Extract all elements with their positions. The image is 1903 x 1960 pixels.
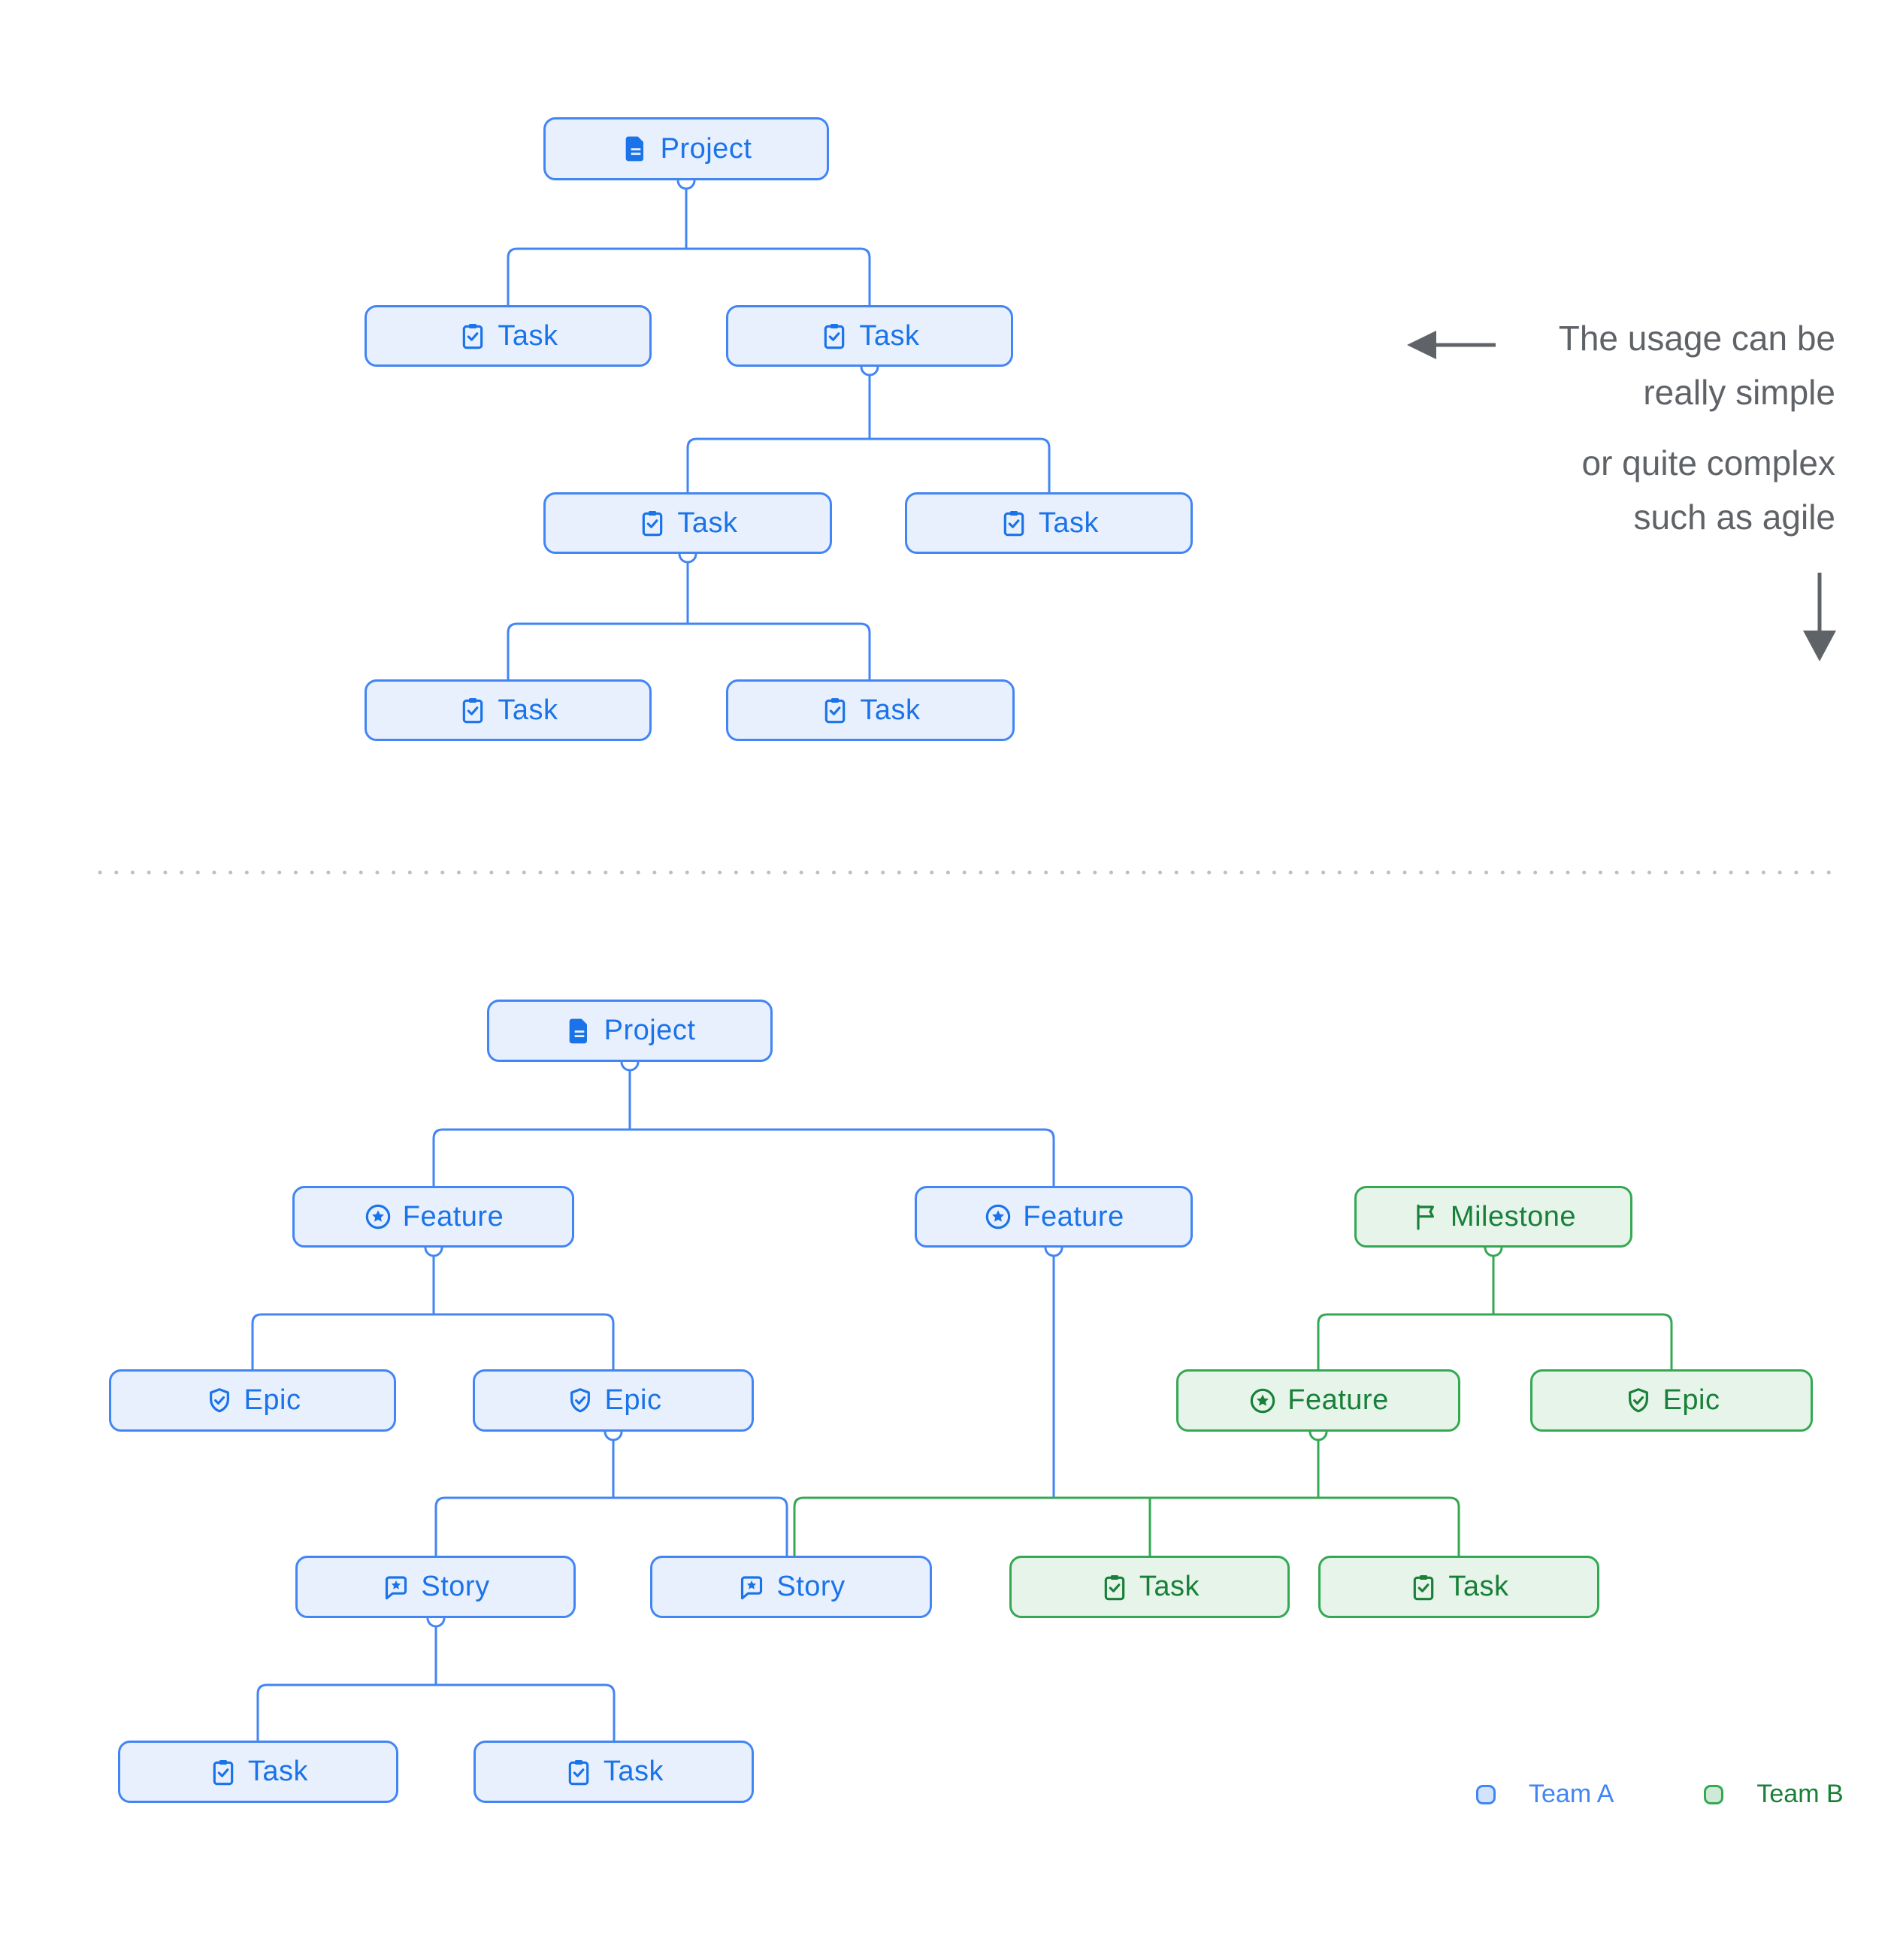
- node-project: Project: [543, 117, 829, 180]
- node-label: Task: [860, 694, 921, 726]
- clipboard-check-icon: [643, 511, 663, 537]
- node-project: Project: [487, 1000, 773, 1062]
- legend: Team A Team B: [1476, 1780, 1844, 1809]
- node-label: Project: [660, 132, 752, 165]
- legend-item-team-b: Team B: [1704, 1780, 1844, 1809]
- annotation-line: such as agile: [1633, 498, 1836, 537]
- down-arrow-icon: [1803, 573, 1836, 661]
- node-task: Task: [118, 1741, 398, 1803]
- annotation-paragraph-complex: or quite complex such as agile: [1309, 436, 1836, 544]
- clipboard-check-icon: [463, 324, 483, 349]
- comment-star-icon: [386, 1575, 407, 1599]
- node-label: Feature: [402, 1200, 504, 1233]
- annotation-text: The usage can be really simple or quite …: [1309, 311, 1835, 544]
- node-label: Task: [498, 319, 558, 352]
- node-task: Task: [726, 679, 1015, 741]
- node-label: Project: [604, 1015, 696, 1046]
- annotation-line: really simple: [1643, 373, 1835, 412]
- node-task: Task: [365, 305, 652, 367]
- team-a-connectors: [251, 189, 1055, 1741]
- node-task: Task: [905, 492, 1193, 554]
- node-feature: Feature: [1176, 1369, 1460, 1432]
- annotation-line: The usage can be: [1558, 319, 1835, 358]
- node-task: Task: [365, 679, 652, 741]
- node-label: Epic: [604, 1384, 662, 1416]
- node-label: Task: [677, 507, 738, 539]
- node-epic: Epic: [473, 1369, 754, 1432]
- team-b-connectors: [793, 1256, 1673, 1556]
- node-story: Story: [295, 1556, 576, 1618]
- node-label: Task: [1448, 1571, 1509, 1602]
- node-task: Task: [473, 1741, 754, 1803]
- left-arrow-icon: [1407, 331, 1496, 359]
- node-label: Task: [1038, 507, 1100, 539]
- team-a-swatch: [1476, 1784, 1496, 1804]
- node-label: Feature: [1023, 1200, 1124, 1233]
- node-label: Task: [247, 1756, 309, 1787]
- clipboard-check-icon: [463, 698, 483, 724]
- clipboard-check-icon: [213, 1759, 234, 1785]
- clipboard-check-icon: [1003, 511, 1024, 537]
- shield-check-icon: [1628, 1387, 1648, 1412]
- document-icon: [569, 1018, 587, 1043]
- document-icon: [625, 136, 643, 162]
- node-label: Task: [1139, 1571, 1200, 1602]
- node-label: Task: [498, 694, 558, 726]
- annotation-paragraph-simple: The usage can be really simple: [1309, 311, 1835, 419]
- node-label: Feature: [1287, 1384, 1389, 1416]
- team-a-label: Team A: [1529, 1780, 1614, 1808]
- legend-item-team-a: Team A: [1476, 1780, 1614, 1809]
- node-label: Epic: [244, 1384, 301, 1416]
- node-label: Epic: [1662, 1384, 1720, 1416]
- node-label: Milestone: [1450, 1200, 1577, 1233]
- node-label: Story: [421, 1571, 490, 1602]
- node-milestone: Milestone: [1354, 1186, 1632, 1248]
- clipboard-check-icon: [1414, 1574, 1434, 1600]
- node-feature: Feature: [292, 1186, 574, 1248]
- node-label: Task: [859, 319, 920, 352]
- node-label: Story: [776, 1571, 846, 1602]
- clipboard-check-icon: [824, 324, 845, 349]
- node-task: Task: [1009, 1556, 1290, 1618]
- star-circle-icon: [365, 1204, 391, 1230]
- node-epic: Epic: [1530, 1369, 1813, 1432]
- clipboard-check-icon: [1104, 1574, 1125, 1600]
- shield-check-icon: [209, 1387, 229, 1412]
- comment-star-icon: [741, 1575, 763, 1599]
- shield-check-icon: [570, 1387, 590, 1412]
- flag-icon: [1417, 1204, 1434, 1230]
- team-b-label: Team B: [1756, 1780, 1844, 1808]
- node-feature: Feature: [915, 1186, 1193, 1248]
- annotation-line: or quite complex: [1581, 443, 1836, 482]
- node-epic: Epic: [109, 1369, 396, 1432]
- star-circle-icon: [1251, 1388, 1275, 1413]
- node-task: Task: [543, 492, 832, 554]
- node-task: Task: [1318, 1556, 1599, 1618]
- star-circle-icon: [986, 1204, 1011, 1230]
- team-b-swatch: [1704, 1784, 1724, 1804]
- node-story: Story: [650, 1556, 932, 1618]
- clipboard-check-icon: [568, 1759, 589, 1785]
- node-label: Task: [603, 1756, 664, 1787]
- clipboard-check-icon: [825, 698, 846, 724]
- node-task: Task: [726, 305, 1013, 367]
